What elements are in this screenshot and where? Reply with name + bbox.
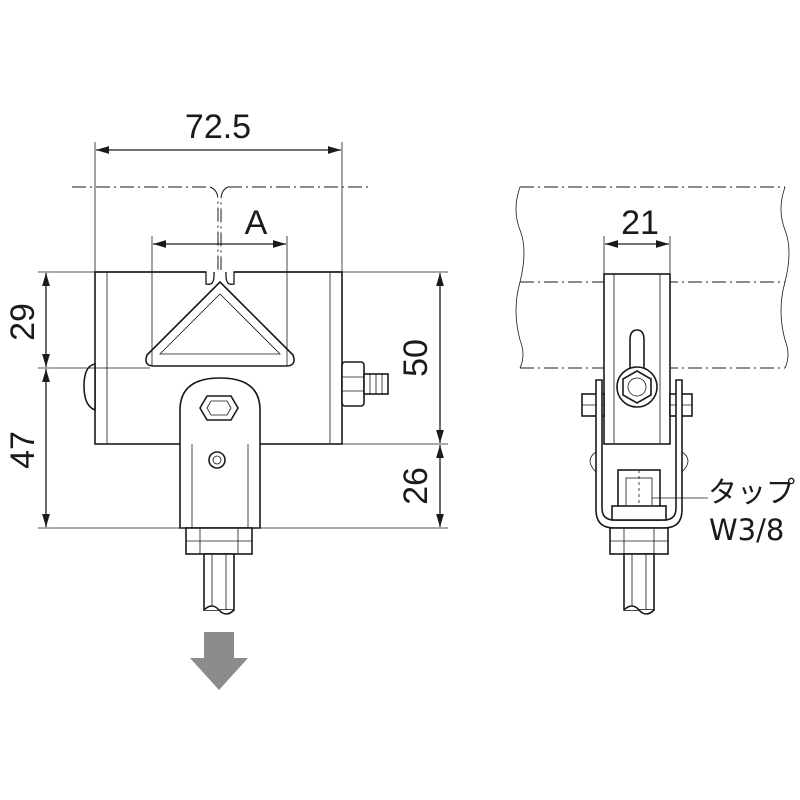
threaded-rod-side [623, 553, 655, 611]
strap-bend-left [589, 451, 597, 473]
left-bolt-head [83, 363, 96, 412]
rod-break-front [203, 605, 235, 615]
rod-break-side [623, 605, 655, 615]
threaded-rod-front [203, 553, 235, 611]
dim-side-width-text: 21 [621, 204, 659, 242]
u-strap [595, 379, 683, 529]
dim-width-text: 72.5 [185, 108, 251, 146]
dim-upper-height-text: 29 [4, 303, 42, 341]
tap-label: タップ [708, 475, 795, 509]
beam-break-left [515, 186, 525, 369]
dim-bottom-height-text: 26 [397, 467, 435, 505]
beam-web-phantom [209, 186, 219, 272]
tap-size: W3/8 [709, 513, 784, 547]
slot-edge-left [95, 271, 215, 285]
slot-side [629, 329, 645, 373]
front-view: 72.5 A 29 47 50 26 [4, 108, 448, 690]
tap-plate [611, 505, 667, 521]
hex-nut-side [622, 370, 652, 404]
hex-nut-front [199, 395, 239, 421]
triangle-wedge [145, 280, 295, 367]
beam-web-phantom-2 [220, 186, 229, 272]
beam-break-right [780, 186, 790, 369]
pin-hole [208, 451, 226, 469]
dim-total-height-text: 50 [397, 339, 435, 377]
slot-edge-right [225, 271, 342, 285]
dim-opening-text: A [245, 204, 268, 242]
side-view: 21 タップ W3/8 [515, 186, 795, 615]
dim-lower-height-text: 47 [4, 431, 42, 469]
right-nut [341, 361, 365, 407]
strap-bend-right [681, 451, 689, 473]
load-arrow [190, 632, 248, 690]
